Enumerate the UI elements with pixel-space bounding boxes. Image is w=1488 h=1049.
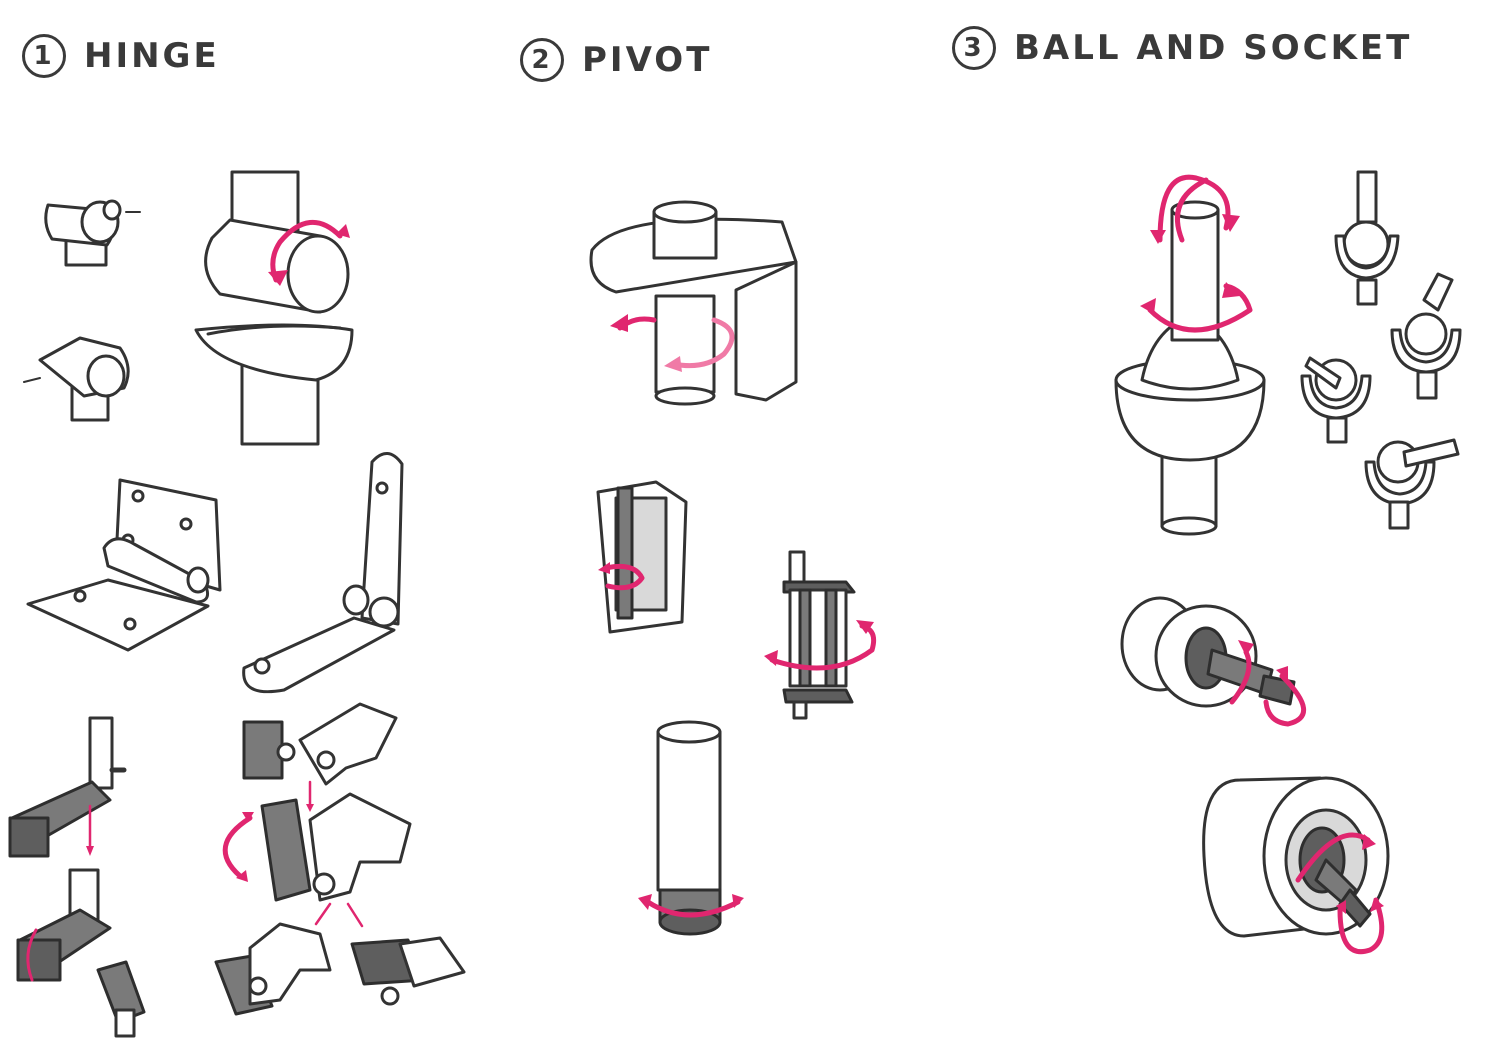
l-bracket-hinge-diagram (242, 452, 404, 694)
section-number: 1 (22, 34, 66, 78)
section-number: 3 (952, 26, 996, 70)
section-heading-hinge: 1 HINGE (22, 34, 220, 78)
section-heading-pivot: 2 PIVOT (520, 38, 712, 82)
dark-hinge-sequence-left (8, 716, 146, 1038)
section-title: HINGE (84, 36, 220, 76)
ball-socket-variants (1300, 170, 1462, 530)
pivot-frame-small-diagram (596, 480, 688, 634)
pivot-cylinder-diagram (638, 720, 744, 936)
section-title: BALL AND SOCKET (1014, 28, 1413, 68)
small-hinge-sketch-a (44, 199, 141, 267)
section-title: PIVOT (582, 40, 713, 80)
ball-socket-end-view-b (1202, 776, 1390, 954)
pivot-frame-rotated-diagram (764, 550, 877, 720)
ball-socket-main-diagram (1114, 174, 1266, 536)
section-heading-ball-and-socket: 3 BALL AND SOCKET (952, 26, 1412, 70)
small-hinge-sketch-b (23, 336, 130, 422)
hinge-cylinder-diagram (194, 170, 354, 446)
leaf-hinge-diagram (26, 478, 222, 652)
ball-socket-end-view-a (1120, 596, 1307, 727)
section-number: 2 (520, 38, 564, 82)
dark-hinge-sequence-right (214, 702, 466, 1016)
pivot-bracket-diagram (589, 200, 798, 406)
